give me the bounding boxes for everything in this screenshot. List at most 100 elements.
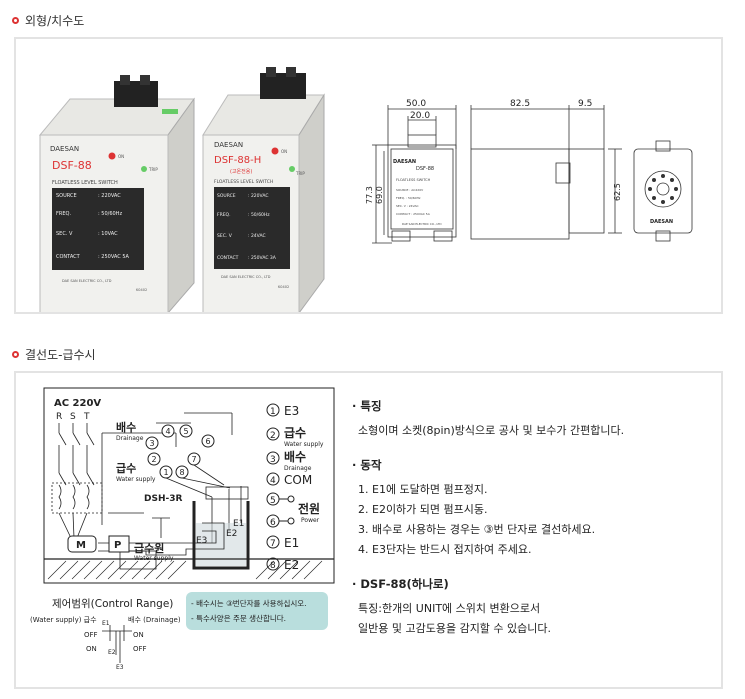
electrode-e1: E1 [233,519,244,529]
dimension-front-view [372,105,457,244]
svg-text:CONTACT: CONTACT [56,254,81,260]
svg-text:: 250VAC 5A: : 250VAC 5A [98,254,130,260]
svg-text:ON: ON [86,645,97,653]
svg-text:DAESAN: DAESAN [214,141,243,149]
svg-text:COM: COM [284,473,312,487]
svg-text:7: 7 [192,455,197,464]
dimension-side-view [470,105,622,240]
ac-source-label: AC 220V [54,398,101,409]
product-photo-dsf88: DAESAN DSF-88 ON TRIP FLOATLESS LEVEL SW… [38,75,195,315]
spec-description: · 특징 소형이며 소켓(8pin)방식으로 공사 및 보수가 간편합니다. ·… [352,398,712,655]
dim-depth-95: 9.5 [578,99,592,109]
svg-text:2: 2 [152,455,157,464]
features-text: 소형이며 소켓(8pin)방식으로 공사 및 보수가 간편합니다. [358,424,625,437]
drain-label: 배수 [116,420,136,434]
features-heading: · 특징 [352,399,382,413]
svg-text:R: R [56,412,62,422]
supply-label: 급수 [116,462,136,475]
section-title-text: 결선도-급수시 [25,348,96,362]
svg-text:SOURCE : AC220V: SOURCE : AC220V [396,188,424,192]
svg-text:8: 8 [180,468,185,477]
svg-text:E2: E2 [108,649,116,656]
lamp-on-icon [271,147,279,155]
wiring-panel: 1 E3 2 급수 Water supply 3 배수 Drainage 4 C… [14,371,723,689]
socket-pins [648,174,678,204]
product-model: DSF-88-H [214,155,261,166]
outline-panel: DAESAN DSF-88 ON TRIP FLOATLESS LEVEL SW… [14,37,723,315]
product-photo-dsf88h: DAESAN DSF-88-H (고온전용) ON TRIP FLOATLESS… [202,67,325,315]
svg-text:SEC. V: SEC. V [217,233,233,239]
breaker-switches [51,412,233,539]
svg-text:DAE SAN ELECTRIC CO., LTD: DAE SAN ELECTRIC CO., LTD [62,279,112,283]
note-line-2: - 특수사양은 주문 생산합니다. [191,613,286,623]
outline-drawing: DAESAN DSF-88 ON TRIP FLOATLESS LEVEL SW… [38,67,693,315]
section-title-outline: 외형/치수도 [12,12,84,29]
product-model: DSF-88 [52,159,92,172]
svg-text:4: 4 [270,476,276,486]
svg-text:E3: E3 [284,404,299,418]
svg-text:7: 7 [270,539,276,549]
svg-text:ON: ON [281,149,287,154]
dim-width-50: 50.0 [406,99,426,109]
svg-text:(고온전용): (고온전용) [230,168,252,175]
control-range-title: 제어범위(Control Range) [52,597,173,610]
product-brand: DAESAN [50,145,79,153]
svg-text:3: 3 [270,455,276,465]
variant-block: · DSF-88(하나로) 특징:한개의 UNIT에 스위치 변환으로서 일반용… [352,576,712,639]
svg-text:OFF: OFF [133,645,147,653]
connector-block-icon [260,73,306,99]
lamp-trip-icon [141,166,147,172]
svg-text:: 220VAC: : 220VAC [98,193,121,199]
svg-text:FLOATLESS LEVEL SWITCH: FLOATLESS LEVEL SWITCH [214,179,273,185]
relay-model-label: DSH-3R [144,494,182,504]
section-bullet-icon [12,17,19,24]
svg-text:3: 3 [150,439,155,448]
svg-text:Drainage: Drainage [284,465,312,472]
svg-text:SOURCE: SOURCE [217,193,236,199]
note-box [186,592,328,630]
svg-text:급수: 급수 [284,426,306,440]
svg-text:FREQ.: FREQ. [56,211,71,217]
svg-text:1: 1 [164,468,169,477]
wiring-diagram: 1 E3 2 급수 Water supply 3 배수 Drainage 4 C… [30,387,335,671]
svg-text:5: 5 [184,427,189,436]
svg-text:Water supply: Water supply [134,555,174,562]
variant-line-1: 특징:한개의 UNIT에 스위치 변환으로서 [358,602,541,615]
svg-text:E3: E3 [116,664,124,671]
dim-height-773: 77.3 [365,186,374,204]
svg-text:: 220VAC: : 220VAC [248,193,268,199]
svg-text:DAESAN: DAESAN [393,159,416,165]
svg-text:Drainage: Drainage [116,435,144,442]
svg-text:ON: ON [118,154,124,159]
operation-item: 4. E3단자는 반드시 접지하여 주세요. [358,543,532,556]
operation-item: 2. E2이하가 되면 펌프시동. [358,503,488,516]
variant-heading: · DSF-88(하나로) [352,577,449,591]
range-drain-label: 배수 (Drainage) [128,615,181,624]
svg-text:: 250VAC 3A: : 250VAC 3A [248,255,277,261]
svg-text:CONTACT : 250VAC 5A: CONTACT : 250VAC 5A [396,212,431,216]
connector-block-icon [114,81,158,107]
svg-text:DAE SAN ELECTRIC CO., LTD: DAE SAN ELECTRIC CO., LTD [402,222,442,226]
svg-text:E1: E1 [102,620,110,627]
range-supply-label: (Water supply) 급수 [30,616,97,624]
svg-text:ON: ON [133,631,144,639]
svg-text:SEC. V: SEC. V [56,231,73,237]
svg-text:6: 6 [270,518,276,528]
svg-text:FLOATLESS LEVEL SWITCH: FLOATLESS LEVEL SWITCH [52,180,118,186]
svg-text:OFF: OFF [84,631,98,639]
svg-text:DAESAN: DAESAN [650,219,673,225]
svg-text:SEC. V : 24VAC: SEC. V : 24VAC [396,204,419,208]
svg-text:K0402: K0402 [278,285,289,289]
control-range-chart [102,625,132,663]
svg-text:: 50/60Hz: : 50/60Hz [248,212,270,218]
variant-line-2: 일반용 및 고감도용을 감지할 수 있습니다. [358,622,552,635]
svg-text:: 24VAC: : 24VAC [248,233,266,239]
terminal-list: 1 E3 2 급수 Water supply 3 배수 Drainage 4 C… [266,403,324,572]
dim-width-20: 20.0 [410,111,430,121]
svg-text:: 10VAC: : 10VAC [98,231,118,237]
svg-text:TRIP: TRIP [148,167,158,172]
svg-text:2: 2 [270,431,276,441]
dimension-socket-view [633,140,693,242]
svg-text:FREQ.: FREQ. [217,212,231,218]
ground-hatch [44,558,334,580]
